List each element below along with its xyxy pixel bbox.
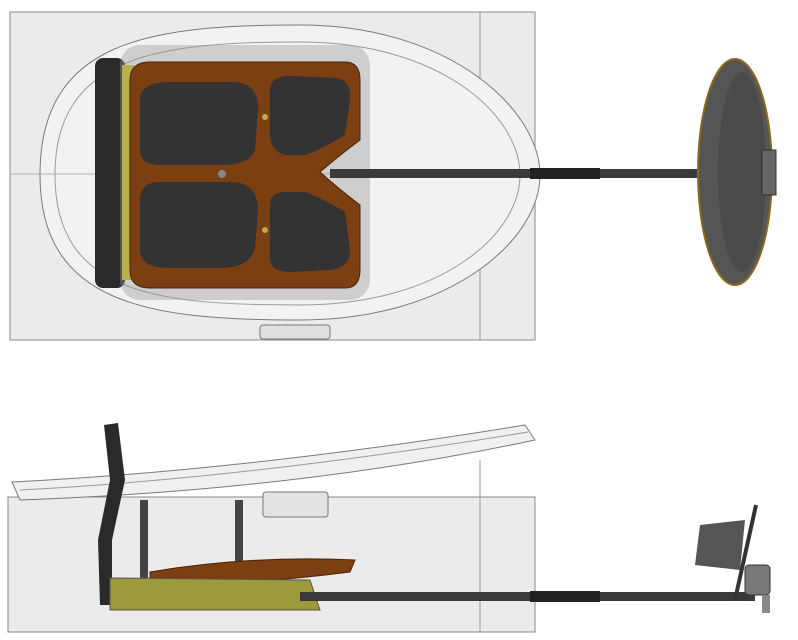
seat-bolt — [262, 227, 268, 233]
cushion-front-right — [270, 192, 350, 272]
footrest-rod-sleeve-side — [530, 591, 600, 602]
footrest-plate-inner — [718, 72, 766, 272]
hull-handle-top — [259, 324, 331, 340]
cushion-rear-left — [140, 82, 259, 165]
footrest-strut — [733, 504, 758, 601]
footrest-rod-sleeve — [530, 168, 600, 179]
backrest-top — [95, 58, 125, 288]
footrest-rod-top — [330, 169, 702, 178]
seat-bolt — [218, 170, 226, 178]
coaming-line — [19, 431, 529, 491]
footrest-clamp-side — [744, 564, 771, 596]
seat-bracket-side — [109, 577, 321, 611]
coaming-side — [11, 424, 536, 501]
side-view — [7, 423, 771, 633]
footrest-pin — [762, 595, 770, 613]
cushion-rear-right — [140, 182, 258, 268]
top-view — [9, 11, 777, 341]
footrest-clamp — [761, 149, 777, 196]
seat-post-right — [235, 500, 243, 600]
hull-handle-side — [262, 491, 329, 518]
footrest-plate-side — [695, 520, 745, 570]
cushion-front-left — [270, 76, 351, 155]
seat-post-left — [140, 500, 148, 600]
footrest-rod-side — [300, 592, 755, 601]
seat-bolt — [262, 114, 268, 120]
backrest-side — [98, 423, 125, 605]
